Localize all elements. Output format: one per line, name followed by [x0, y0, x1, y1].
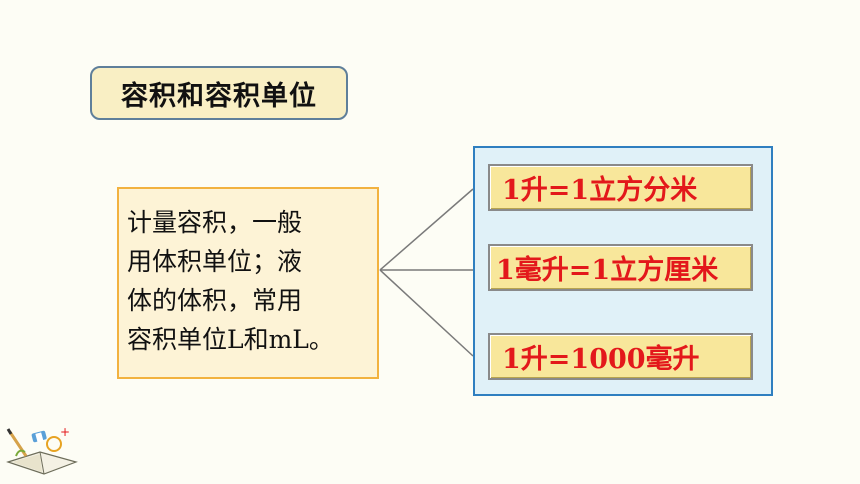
formula-text: 1升=1立方分米	[502, 175, 698, 206]
formula-text: 1毫升=1立方厘米	[496, 255, 719, 286]
description-line: 用体积单位；液	[127, 247, 303, 276]
formula-text: 1升=1000毫升	[502, 344, 700, 375]
connector-line-bottom	[379, 269, 474, 357]
page-title-text: 容积和容积单位	[121, 80, 317, 112]
formula-box-3: 1升=1000毫升	[488, 333, 753, 380]
formula-box-2: 1毫升=1立方厘米	[488, 244, 753, 291]
description-line: 容积单位L和mL。	[127, 325, 334, 354]
book-stationery-icon: +	[6, 425, 78, 475]
description-line: 计量容积，一般	[127, 208, 303, 237]
connector-line-top	[379, 188, 474, 271]
formula-box-1: 1升=1立方分米	[488, 164, 753, 211]
svg-text:+: +	[60, 425, 70, 439]
description-line: 体的体积，常用	[127, 286, 303, 315]
description-box: 计量容积，一般 用体积单位；液 体的体积，常用 容积单位L和mL。	[117, 187, 379, 379]
page-title: 容积和容积单位	[90, 66, 348, 120]
